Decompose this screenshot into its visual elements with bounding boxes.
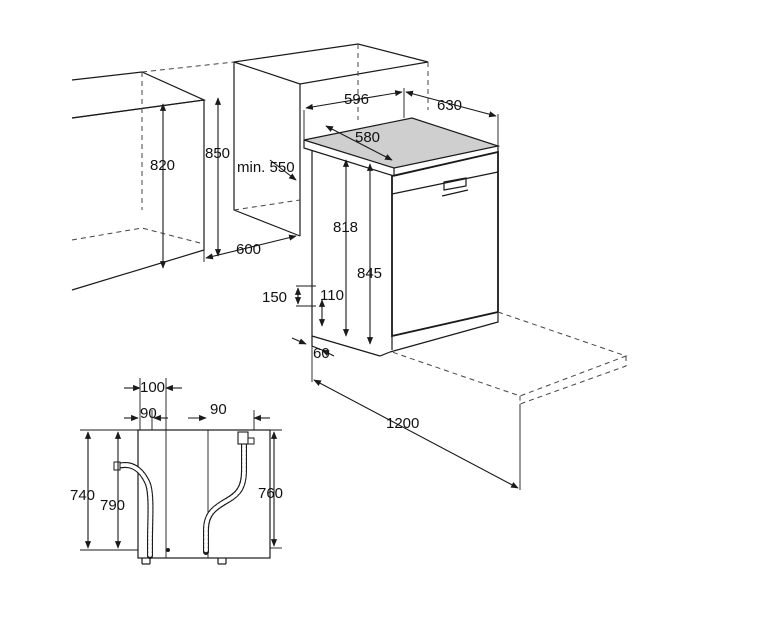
body-depth-label: 580 [355,129,380,146]
hose-offset-90-left-label: 90 [140,405,157,422]
min-recess-depth-label: min. 550 [237,159,295,176]
door-open-depth-dimension-line [313,379,519,489]
cabinet-height-label: 820 [150,157,175,174]
foot-60-pointer-right [321,349,335,357]
worktop-height-label: 850 [205,145,230,162]
foot-60-pointer-left [291,337,307,345]
foot-110-label: 110 [320,287,344,304]
door-open-depth-label: 1200 [386,415,419,432]
hose-height-740-label: 740 [70,487,95,504]
depth-dimension-line [405,90,497,118]
inlet-hose [203,431,255,555]
total-height-label: 845 [357,265,382,282]
recess-depth-label: 600 [236,241,261,258]
foot-60-label: 60 [313,345,330,362]
left-cabinet [71,61,235,291]
body-depth-dimension-line [325,125,393,161]
hose-offset-100-label: 100 [140,379,165,396]
width-dimension-line [305,90,403,110]
foot-150-label: 150 [262,289,287,306]
recess-depth-dimension-line [205,234,297,260]
depth-label: 630 [437,97,462,114]
body-height-label: 818 [333,219,358,236]
rear-view [137,429,271,565]
hose-offset-90-right-label: 90 [210,401,227,418]
dishwasher-body [303,117,501,357]
width-label: 596 [344,91,369,108]
min-depth-pointer [269,159,297,181]
hose-height-760-label: 760 [258,485,283,502]
open-door-outline [391,311,628,405]
hose-height-790-label: 790 [100,497,125,514]
